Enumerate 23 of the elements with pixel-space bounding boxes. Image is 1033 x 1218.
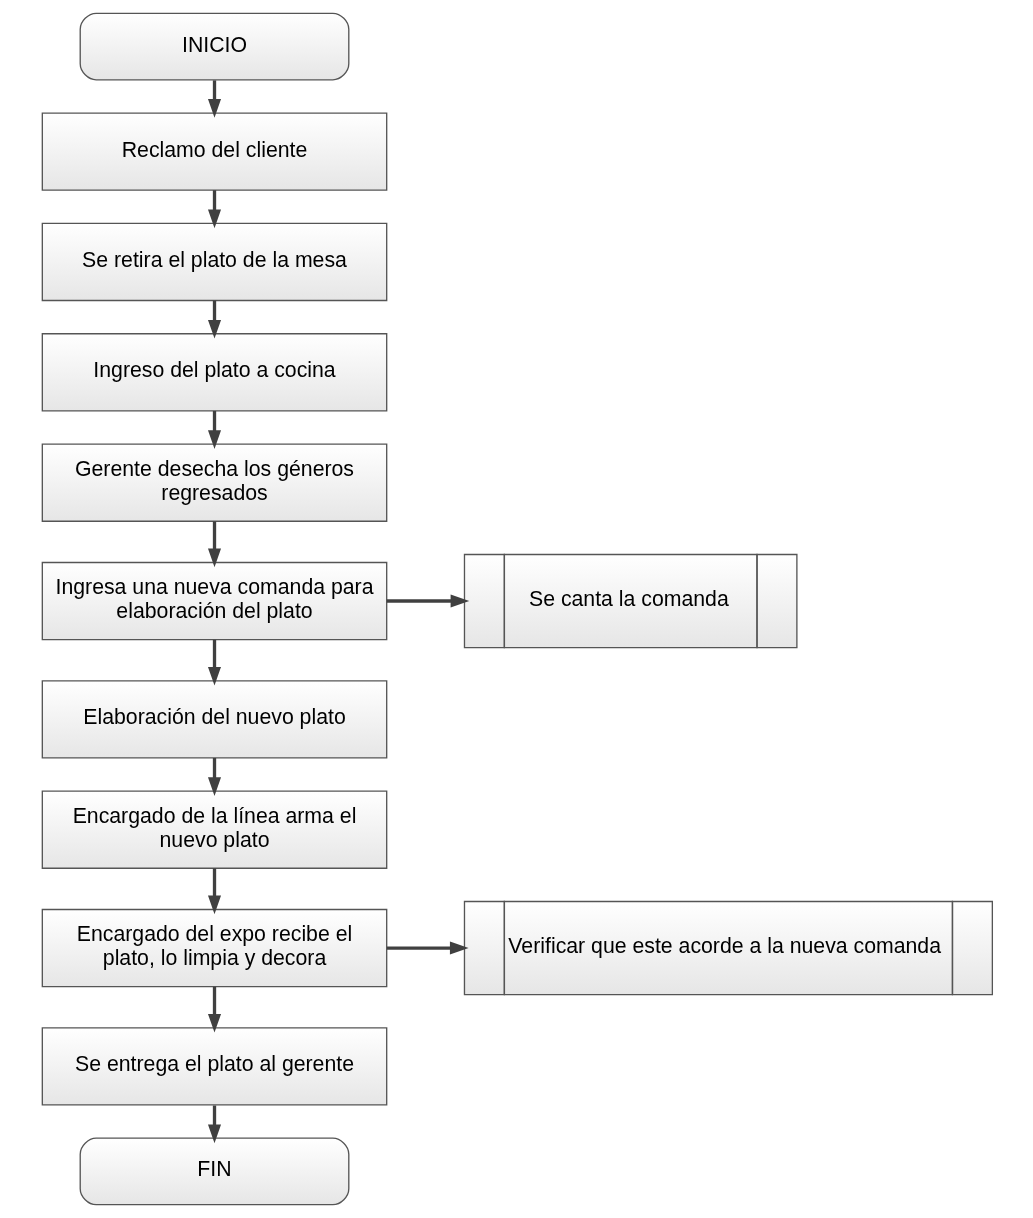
arrow bbox=[207, 639, 221, 686]
arrow bbox=[207, 190, 221, 229]
arrow bbox=[207, 1105, 221, 1144]
node-box: Gerente desecha los géneros regresados bbox=[41, 443, 387, 522]
arrow bbox=[386, 594, 469, 608]
node-box: Se entrega el plato al gerente bbox=[41, 1027, 387, 1106]
node-box: Ingresa una nueva comanda para elaboración del plato bbox=[41, 561, 387, 641]
arrow bbox=[207, 80, 221, 118]
node-box: Reclamo del cliente bbox=[41, 112, 387, 191]
node-box: Elaboración del nuevo plato bbox=[41, 680, 387, 759]
node-box: Encargado del expo recibe el plato, lo limpia y decora bbox=[41, 908, 387, 988]
node-box: FIN bbox=[79, 1137, 349, 1206]
node-box: Ingreso del plato a cocina bbox=[41, 333, 387, 412]
arrow bbox=[207, 868, 221, 915]
arrow bbox=[207, 300, 221, 339]
arrow bbox=[207, 521, 221, 568]
node-box: INICIO bbox=[79, 12, 349, 81]
arrow bbox=[207, 986, 221, 1033]
node-box: Encargado de la línea arma el nuevo plato bbox=[41, 790, 387, 869]
arrow bbox=[207, 757, 221, 796]
arrow bbox=[207, 410, 221, 449]
arrow bbox=[386, 941, 469, 955]
node-box: Se retira el plato de la mesa bbox=[41, 222, 387, 302]
